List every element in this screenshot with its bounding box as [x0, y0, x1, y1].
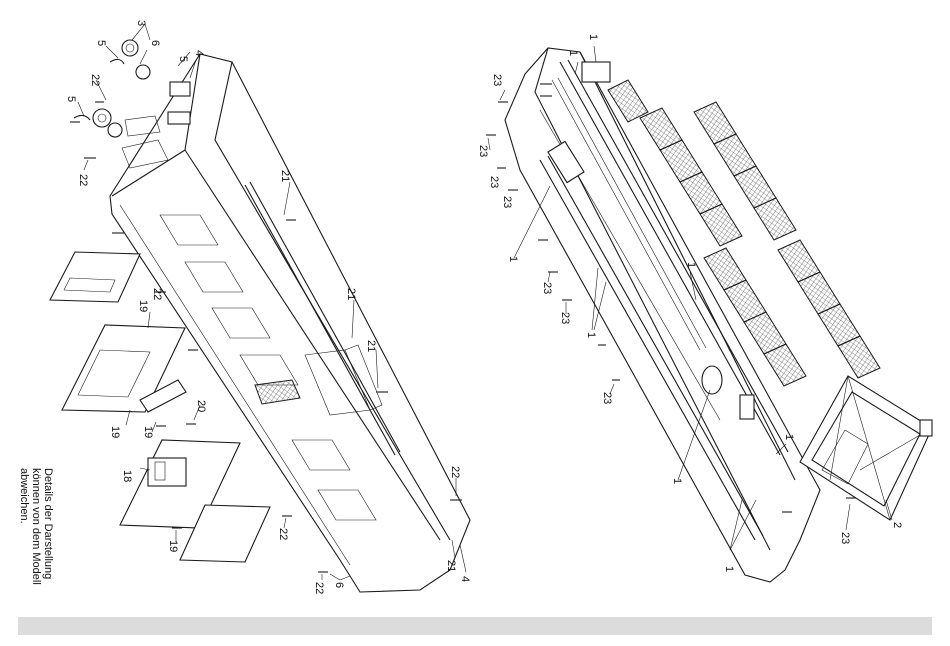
part-label: 23	[839, 532, 851, 544]
part-label: 18	[121, 470, 133, 482]
part-label: 1	[585, 332, 597, 338]
part-label: 6	[149, 40, 161, 46]
part-label: 21	[345, 288, 357, 300]
part-label: 1	[783, 434, 795, 440]
fan-disc	[702, 366, 722, 394]
part-label: 1	[507, 256, 519, 262]
part-label: 23	[477, 145, 489, 157]
part-label: 23	[501, 196, 513, 208]
part-label: 3	[135, 20, 147, 26]
part-label: 23	[559, 312, 571, 324]
headlight-group	[74, 40, 190, 137]
part-label: 20	[195, 400, 207, 412]
part-label: 5	[65, 96, 77, 102]
part-label: 1	[587, 34, 599, 40]
part-label: 5	[177, 56, 189, 62]
note-line: abweichen.	[18, 468, 30, 588]
footer-bar	[18, 617, 932, 635]
part-label: 22	[449, 466, 461, 478]
part-label: 21	[445, 560, 457, 572]
part-label: 23	[491, 74, 503, 86]
part-label: 1	[723, 566, 735, 572]
part-label: 1	[671, 478, 683, 484]
part-label: 22	[277, 528, 289, 540]
disclaimer-note: Details der Darstellung können von dem M…	[18, 468, 54, 588]
end-frame	[800, 376, 932, 520]
part-label: 19	[109, 426, 121, 438]
part-label: 22	[313, 582, 325, 594]
part-label: 22	[77, 174, 89, 186]
part-label: 2	[891, 522, 903, 528]
part-label: 1	[567, 50, 579, 56]
part-label: 21	[365, 340, 377, 352]
part-label: 23	[601, 392, 613, 404]
part-label: 22	[89, 74, 101, 86]
note-line: Details der Darstellung	[42, 468, 54, 588]
part-label: 4	[193, 50, 205, 56]
part-label: 19	[137, 300, 149, 312]
part-label: 19	[142, 426, 154, 438]
part-label: 23	[488, 176, 500, 188]
part-label: 5	[95, 40, 107, 46]
part-label: 6	[333, 582, 345, 588]
note-line: können von dem Modell	[30, 468, 42, 588]
part-label: 4	[459, 576, 471, 582]
part-label: 23	[541, 282, 553, 294]
part-label: 19	[167, 540, 179, 552]
part-label: 1	[685, 262, 697, 268]
part-label: 21	[279, 170, 291, 182]
part-label: 22	[151, 288, 163, 300]
